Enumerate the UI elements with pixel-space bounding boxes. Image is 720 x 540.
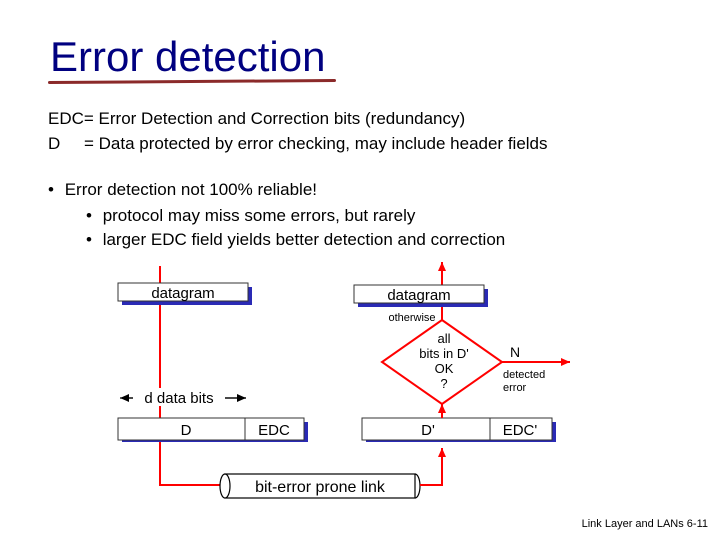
receiver-edc-label: EDC' (503, 422, 538, 439)
bullet-level-2: larger EDC field yields better detection… (86, 230, 506, 249)
bit-error-link: bit-error prone link (219, 473, 421, 499)
receiver-datagram-box: datagram (353, 284, 488, 307)
definition-text: = Error Detection and Correction bits (r… (83, 109, 466, 128)
decision-line-1: all (437, 331, 450, 346)
definition-term: EDC (48, 109, 84, 128)
bullet-level-1: Error detection not 100% reliable! (48, 181, 317, 198)
decision-line-3: OK (435, 361, 454, 376)
bullet-text: protocol may miss some errors, but rarel… (102, 206, 416, 225)
definition-text: = Data protected by error checking, may … (84, 134, 548, 153)
bullet-text: Error detection not 100% reliable! (64, 180, 317, 199)
decision-line-4: ? (440, 376, 447, 391)
sender-d-label: D (181, 422, 192, 439)
detected-error-line-1: detected (503, 369, 545, 381)
decision-line-2: bits in D' (419, 346, 468, 361)
otherwise-label: otherwise (388, 312, 435, 324)
definition-term: D (48, 134, 61, 153)
sender-edc-label: EDC (258, 422, 290, 439)
slide-title: Error detection (50, 33, 326, 80)
link-label: bit-error prone link (255, 479, 386, 496)
receiver-frame-box: D' EDC' (361, 417, 556, 442)
slide-footer: Link Layer and LANs 6-11 (581, 518, 708, 530)
definition-edc: EDC= Error Detection and Correction bits… (48, 110, 465, 127)
receiver-d-label: D' (421, 422, 435, 439)
sender-frame-box: D EDC (117, 417, 308, 442)
detected-error-line-2: error (503, 382, 527, 394)
sender-datagram-label: datagram (151, 285, 214, 302)
bullet-level-2: protocol may miss some errors, but rarel… (86, 206, 416, 225)
d-data-bits-label: d data bits (144, 390, 213, 407)
bullet-text: larger EDC field yields better detection… (102, 230, 506, 249)
sender-datagram-box: datagram (117, 282, 252, 305)
sender-flow-arrow (159, 266, 220, 486)
no-branch-label: N (510, 344, 520, 360)
definition-d: D = Data protected by error checking, may… (48, 135, 548, 152)
decision-diamond: all bits in D' OK ? (380, 318, 504, 406)
receiver-flow-arrow (420, 448, 446, 486)
receiver-datagram-label: datagram (387, 287, 450, 304)
